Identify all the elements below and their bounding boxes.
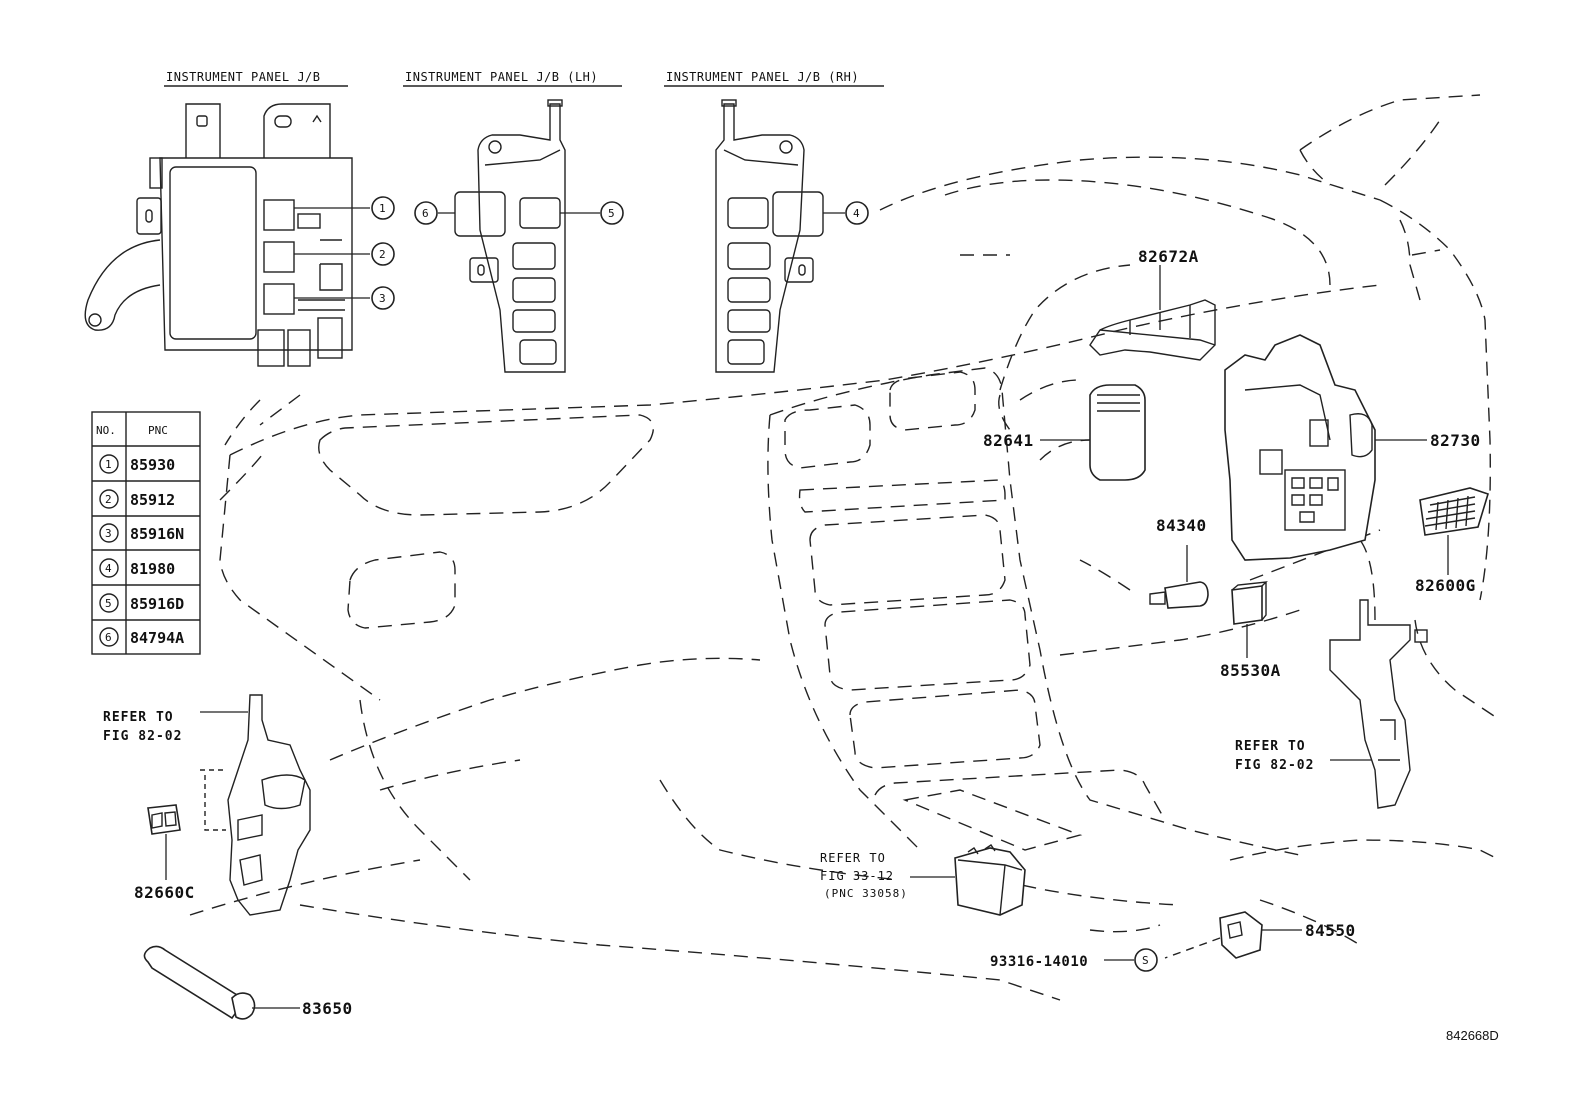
table-row-pnc: 85912 — [130, 491, 175, 509]
part-82600g-cover — [1419, 487, 1489, 575]
screw-s-mark-letter: S — [1142, 954, 1149, 967]
table-row-pnc: 85930 — [130, 456, 175, 474]
part-label-82600g: 82600G — [1415, 576, 1476, 595]
table-row-pnc: 85916D — [130, 595, 184, 613]
callout-4: 4 — [845, 201, 869, 225]
part-label-85530a: 85530A — [1220, 661, 1281, 680]
refer-mid-line3: (PNC 33058) — [824, 887, 908, 900]
part-label-82730: 82730 — [1430, 431, 1481, 450]
table-row-no: 6 — [105, 631, 112, 644]
instrument-panel-jb-drawing — [84, 103, 370, 367]
part-82730-junction-block — [1224, 334, 1427, 561]
table-row-no: 5 — [105, 597, 112, 610]
table-header-no: NO. — [96, 424, 116, 437]
table-row: 1 85930 — [99, 454, 175, 474]
table-row-pnc: 84794A — [130, 629, 184, 647]
table-row-no: 1 — [105, 458, 112, 471]
table-row-no: 3 — [105, 527, 112, 540]
callout-5-number: 5 — [608, 207, 615, 220]
table-row: 5 85916D — [99, 593, 184, 613]
callout-1-number: 1 — [379, 202, 386, 215]
part-label-82660c: 82660C — [134, 883, 195, 902]
part-82641-module — [1040, 384, 1146, 481]
header-group: INSTRUMENT PANEL J/B INSTRUMENT PANEL J/… — [164, 70, 884, 87]
header-instrument-panel-jb-lh: INSTRUMENT PANEL J/B (LH) — [405, 70, 598, 84]
part-label-82672a: 82672A — [1138, 247, 1199, 266]
table-row-pnc: 85916N — [130, 525, 184, 543]
instrument-panel-jb-rh-drawing — [715, 99, 845, 373]
header-instrument-panel-jb: INSTRUMENT PANEL J/B — [166, 70, 321, 84]
callout-1: 1 — [371, 196, 395, 220]
header-instrument-panel-jb-rh: INSTRUMENT PANEL J/B (RH) — [666, 70, 859, 84]
callout-2-number: 2 — [379, 248, 386, 261]
table-row-no: 4 — [105, 562, 112, 575]
part-33058-module — [910, 844, 1026, 916]
callout-4-number: 4 — [853, 207, 860, 220]
part-84550-sensor — [1164, 911, 1302, 959]
part-label-84340: 84340 — [1156, 516, 1207, 535]
part-85530a-relay — [1231, 581, 1268, 658]
callout-6: 6 — [414, 201, 438, 225]
callout-6-number: 6 — [422, 207, 429, 220]
table-header-pnc: PNC — [148, 424, 168, 437]
part-lh-jb-bracket — [200, 694, 311, 916]
part-label-84550: 84550 — [1305, 921, 1356, 940]
table-row: 3 85916N — [99, 523, 184, 543]
dashboard-outline — [189, 94, 1501, 1001]
table-row: 6 84794A — [99, 627, 184, 647]
refer-mid-line2: FIG 33-12 — [820, 869, 894, 883]
callout-3-number: 3 — [379, 292, 386, 305]
part-rh-jb-bracket — [1329, 599, 1428, 809]
table-row: 4 81980 — [99, 558, 175, 578]
callout-2: 2 — [371, 242, 395, 266]
pnc-table: NO. PNC 1 85930 2 85912 3 85916N 4 81980… — [91, 411, 201, 655]
part-label-83650: 83650 — [302, 999, 353, 1018]
refer-left-line1: REFER TO — [103, 710, 174, 725]
callout-5: 5 — [600, 201, 624, 225]
screw-s-mark: S — [1104, 948, 1158, 972]
table-row: 2 85912 — [99, 489, 175, 509]
refer-mid-line1: REFER TO — [820, 851, 886, 865]
refer-right-line2: FIG 82-02 — [1235, 758, 1314, 773]
refer-right-line1: REFER TO — [1235, 739, 1306, 754]
refer-left-line2: FIG 82-02 — [103, 729, 182, 744]
figure-code: 842668D — [1446, 1028, 1499, 1043]
part-label-93316-14010: 93316-14010 — [990, 954, 1088, 970]
part-82672a-bracket — [1089, 265, 1216, 361]
instrument-panel-jb-lh-drawing — [438, 99, 600, 373]
part-83650-sensor — [143, 945, 300, 1020]
table-row-no: 2 — [105, 493, 112, 506]
part-label-82641: 82641 — [983, 431, 1034, 450]
table-row-pnc: 81980 — [130, 560, 175, 578]
part-82660c-relay — [147, 804, 181, 880]
part-84340-switch — [1149, 545, 1209, 609]
callout-3: 3 — [371, 286, 395, 310]
